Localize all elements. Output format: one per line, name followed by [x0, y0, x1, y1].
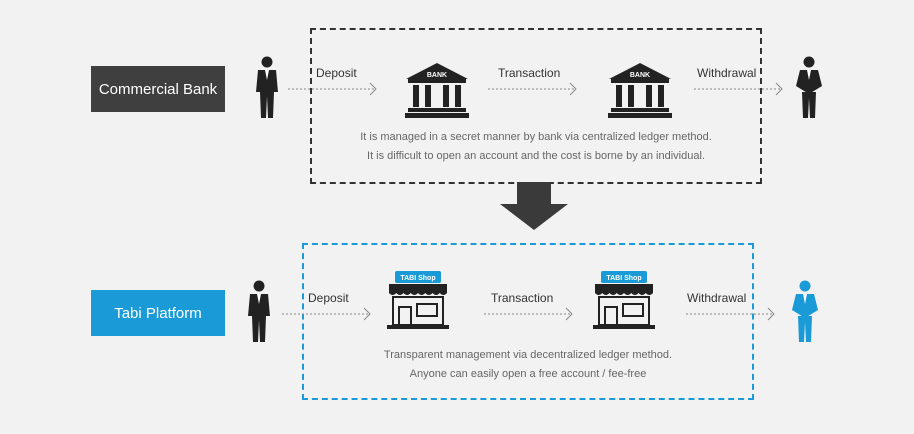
person-icon — [256, 56, 278, 118]
bank-sign: BANK — [630, 72, 650, 79]
dotted-arrow-icon — [484, 307, 573, 321]
person-icon — [796, 56, 822, 118]
person-icon — [792, 280, 818, 342]
tabi-description-line: Anyone can easily open a free account / … — [409, 368, 647, 380]
bank-description-line: It is difficult to open an account and t… — [367, 150, 705, 162]
tabi-shop-icon: TABI Shop — [593, 271, 655, 329]
bank-sign: BANK — [427, 72, 447, 79]
bank-building-icon: BANK — [608, 63, 672, 118]
shop-sign: TABI Shop — [606, 275, 641, 282]
transaction-label: Transaction — [491, 291, 554, 305]
withdrawal-label: Withdrawal — [687, 291, 747, 305]
tabi-shop-icon: TABI Shop — [387, 271, 449, 329]
deposit-label: Deposit — [308, 291, 349, 305]
dotted-arrow-icon — [288, 82, 377, 96]
deposit-label: Deposit — [316, 66, 357, 80]
dotted-arrow-icon — [488, 82, 577, 96]
tabi-description: Transparent management via decentralized… — [302, 346, 754, 384]
down-arrow-icon — [500, 182, 568, 230]
dotted-arrow-icon — [686, 307, 775, 321]
withdrawal-label: Withdrawal — [697, 66, 757, 80]
dotted-arrow-icon — [694, 82, 783, 96]
tabi-description-line: Transparent management via decentralized… — [383, 349, 673, 361]
commercial-bank-label: Commercial Bank — [91, 66, 225, 112]
tabi-platform-frame — [302, 243, 754, 400]
bank-description: It is managed in a secret manner by bank… — [310, 128, 762, 166]
dotted-arrow-icon — [282, 307, 371, 321]
person-icon — [248, 280, 270, 342]
bank-building-icon: BANK — [405, 63, 469, 118]
bank-description-line: It is managed in a secret manner by bank… — [360, 131, 712, 143]
tabi-platform-label: Tabi Platform — [91, 290, 225, 336]
shop-sign: TABI Shop — [400, 275, 435, 282]
transaction-label: Transaction — [498, 66, 561, 80]
